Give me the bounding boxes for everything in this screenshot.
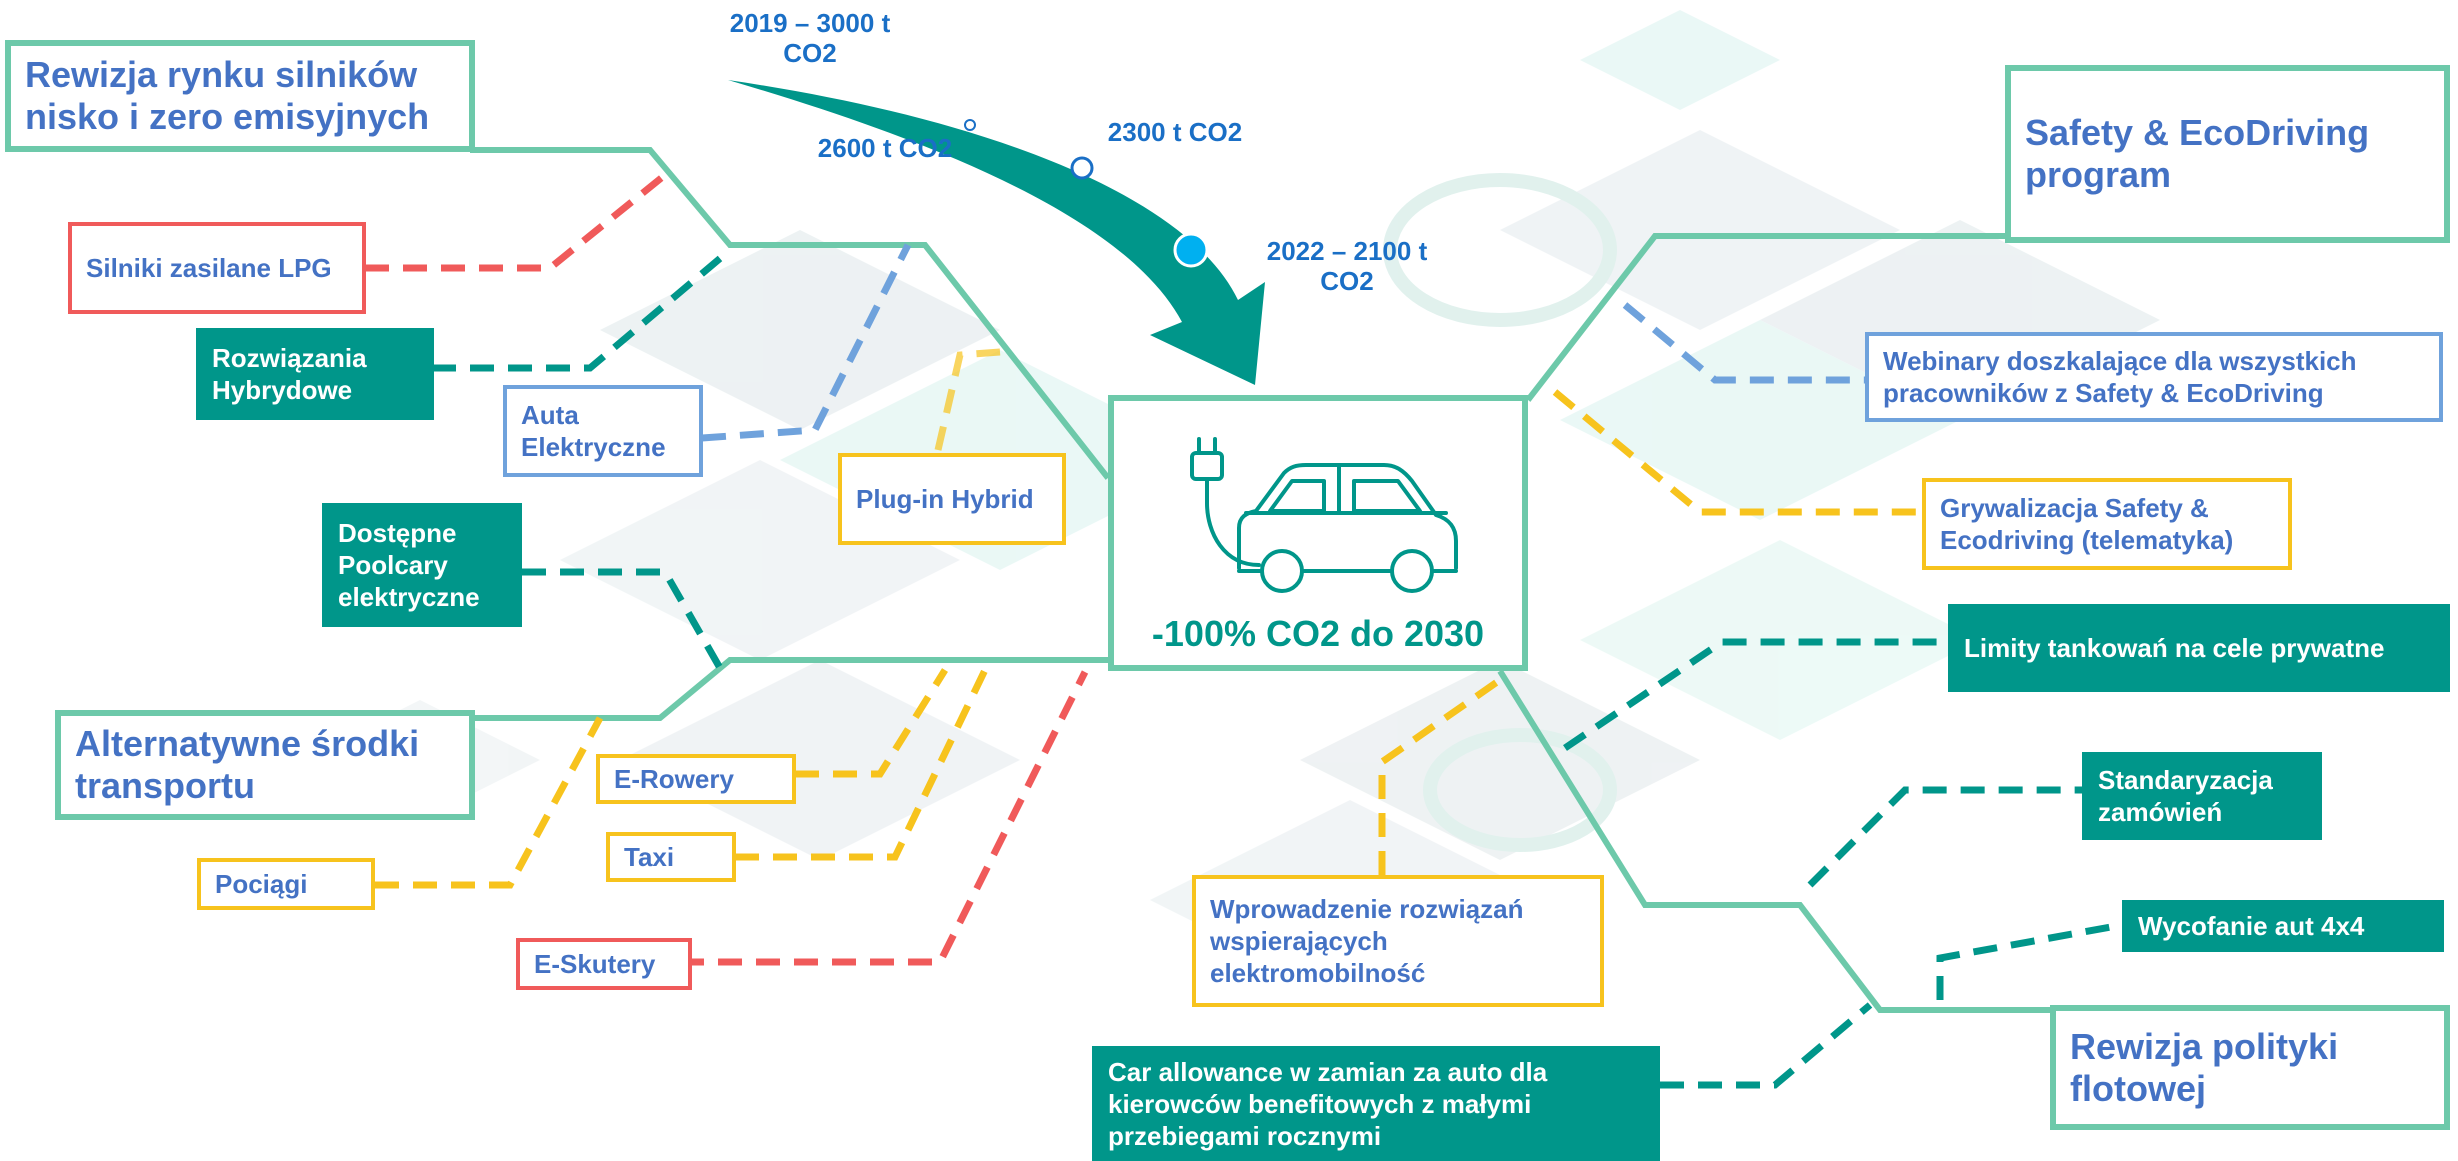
option-standardization-text: Standaryzacja zamówień (2098, 765, 2273, 827)
connector-safety-center (1525, 233, 2005, 402)
option-gamification-text: Grywalizacja Safety & Ecodriving (telema… (1940, 493, 2234, 555)
connector-alt-center (470, 657, 1108, 721)
connector-lpg (365, 172, 668, 272)
heading-alt-text: Alternatywne środki transportu (75, 723, 420, 806)
milestone-dot-2100 (1173, 232, 1209, 268)
connector-allowance (1660, 1002, 1873, 1089)
connector-engines-center (470, 147, 1111, 480)
option-pociagi-text: Pociągi (215, 869, 308, 899)
co2-2019-label: 2019 – 3000 t CO2 (700, 8, 920, 68)
connector-emobility (1378, 677, 1502, 875)
option-hybrid-text: Rozwiązania Hybrydowe (212, 343, 367, 405)
heading-alternative-transport: Alternatywne środki transportu (55, 710, 475, 820)
heading-fleet-policy: Rewizja polityki flotowej (2050, 1005, 2450, 1130)
option-taxi: Taxi (606, 832, 736, 882)
option-plugin-text: Plug-in Hybrid (856, 484, 1034, 514)
option-car-allowance: Car allowance w zamian za auto dla kiero… (1092, 1046, 1660, 1161)
option-taxi-text: Taxi (624, 842, 675, 872)
option-e-bikes: E-Rowery (596, 754, 796, 804)
option-eskutery-text: E-Skutery (534, 949, 656, 979)
connector-erowery (795, 668, 948, 778)
option-fuel-limits: Limity tankowań na cele prywatne (1948, 604, 2450, 692)
co2-2022-line2: CO2 (1320, 266, 1374, 296)
option-hybrid-solutions: Rozwiązania Hybrydowe (196, 328, 434, 420)
goal-text: -100% CO2 do 2030 (1151, 613, 1485, 654)
heading-engines-text: Rewizja rynku silników nisko i zero emis… (25, 54, 430, 137)
option-allowance-text: Car allowance w zamian za auto dla kiero… (1108, 1056, 1548, 1151)
connector-hybrid (432, 247, 733, 372)
co2-2600-label: 2600 t CO2 (817, 133, 953, 163)
option-electric-text: Auta Elektryczne (521, 400, 666, 462)
option-e-scooters: E-Skutery (516, 938, 692, 990)
milestone-dot-2600 (964, 119, 976, 131)
heading-safety-text: Safety & EcoDriving program (2025, 112, 2370, 195)
option-poolcars-text: Dostępne Poolcary elektryczne (338, 518, 480, 612)
option-withdraw-4x4: Wycofanie aut 4x4 (2122, 900, 2444, 952)
goal-box: -100% CO2 do 2030 (1108, 395, 1528, 671)
ev-car-plug-icon (1190, 437, 1458, 593)
heading-fleet-text: Rewizja polityki flotowej (2070, 1025, 2339, 1109)
milestone-dot-2300 (1070, 156, 1094, 180)
option-lpg-engines: Silniki zasilane LPG (68, 222, 366, 314)
option-electric-cars: Auta Elektryczne (503, 385, 703, 477)
co2-trend-arrow (728, 80, 1265, 385)
option-electric-poolcars: Dostępne Poolcary elektryczne (322, 503, 522, 627)
connector-fleet-center (1497, 669, 2055, 1013)
co2-2019-line1: 2019 – 3000 t (729, 8, 891, 38)
connector-withdraw (1936, 921, 2123, 1000)
option-fuel-limits-text: Limity tankowań na cele prywatne (1964, 633, 2385, 663)
heading-safety-ecodriving: Safety & EcoDriving program (2005, 65, 2450, 243)
option-gamification: Grywalizacja Safety & Ecodriving (telema… (1922, 478, 2292, 570)
option-emobility-text: Wprowadzenie rozwiązań wspierających ele… (1210, 894, 1524, 988)
option-emobility-solutions: Wprowadzenie rozwiązań wspierających ele… (1192, 875, 1604, 1007)
connector-standardization (1807, 786, 2082, 888)
option-plugin-hybrid: Plug-in Hybrid (838, 453, 1066, 545)
connector-plugin (934, 348, 1001, 451)
option-webinars-text: Webinary doszkalające dla wszystkich pra… (1883, 346, 2357, 408)
connector-taxi (735, 668, 989, 861)
connector-pociagi (375, 716, 604, 889)
option-lpg-text: Silniki zasilane LPG (86, 253, 332, 283)
option-withdraw-text: Wycofanie aut 4x4 (2138, 911, 2365, 941)
co2-2022-label: 2022 – 2100 t CO2 (1232, 236, 1462, 296)
connector-fuel-limits (1563, 638, 1948, 751)
co2-2300-label: 2300 t CO2 (1107, 117, 1243, 147)
option-erowery-text: E-Rowery (614, 764, 734, 794)
connector-electric (701, 243, 912, 442)
connector-eskutery (680, 670, 1089, 966)
co2-2019-line2: CO2 (783, 38, 837, 68)
connector-webinars (1622, 302, 1865, 384)
option-webinars: Webinary doszkalające dla wszystkich pra… (1865, 332, 2443, 422)
heading-engines-revision: Rewizja rynku silników nisko i zero emis… (5, 40, 475, 152)
connector-poolcars (522, 568, 724, 670)
option-order-standardization: Standaryzacja zamówień (2082, 752, 2322, 840)
option-trains: Pociągi (197, 858, 375, 910)
co2-2022-line1: 2022 – 2100 t (1266, 236, 1428, 266)
